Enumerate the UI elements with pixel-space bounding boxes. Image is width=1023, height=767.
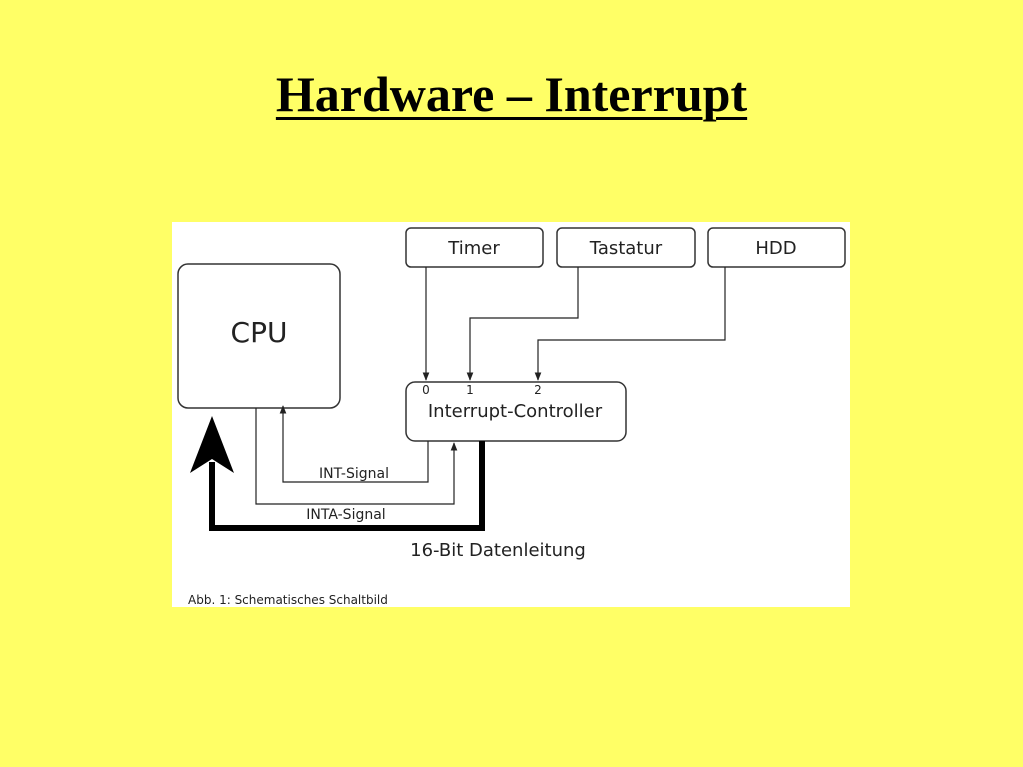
irq1-line xyxy=(466,267,579,381)
hdd-label: HDD xyxy=(755,238,796,259)
irq-number-1: 1 xyxy=(466,383,474,397)
data-bus-line xyxy=(209,441,485,531)
irq2-line xyxy=(534,267,726,381)
hdd-box xyxy=(707,227,846,268)
irq-number-2: 2 xyxy=(534,383,542,397)
interrupt-controller-box xyxy=(405,381,627,442)
timer-box xyxy=(405,227,544,268)
interrupt-schematic: CPU Timer Tastatur HDD 0 1 2 Interrupt-C… xyxy=(177,227,846,607)
data-bus-arrowhead xyxy=(190,416,234,473)
int-signal-label: INT-Signal xyxy=(319,466,389,482)
inta-signal-line xyxy=(255,408,458,505)
controller-label: Interrupt-Controller xyxy=(428,401,603,422)
cpu-label: CPU xyxy=(231,316,288,349)
irq-number-0: 0 xyxy=(422,383,430,397)
timer-label: Timer xyxy=(447,238,500,259)
schematic-figure: CPU Timer Tastatur HDD 0 1 2 Interrupt-C… xyxy=(172,222,850,607)
inta-signal-label: INTA-Signal xyxy=(306,507,385,523)
int-signal-line xyxy=(279,405,429,483)
figure-caption: Abb. 1: Schematisches Schaltbild xyxy=(188,593,388,607)
cpu-box xyxy=(177,263,341,409)
keyboard-box xyxy=(556,227,696,268)
slide-title: Hardware – Interrupt xyxy=(275,66,748,122)
keyboard-label: Tastatur xyxy=(589,238,663,259)
data-bus-label: 16-Bit Datenleitung xyxy=(410,540,586,561)
